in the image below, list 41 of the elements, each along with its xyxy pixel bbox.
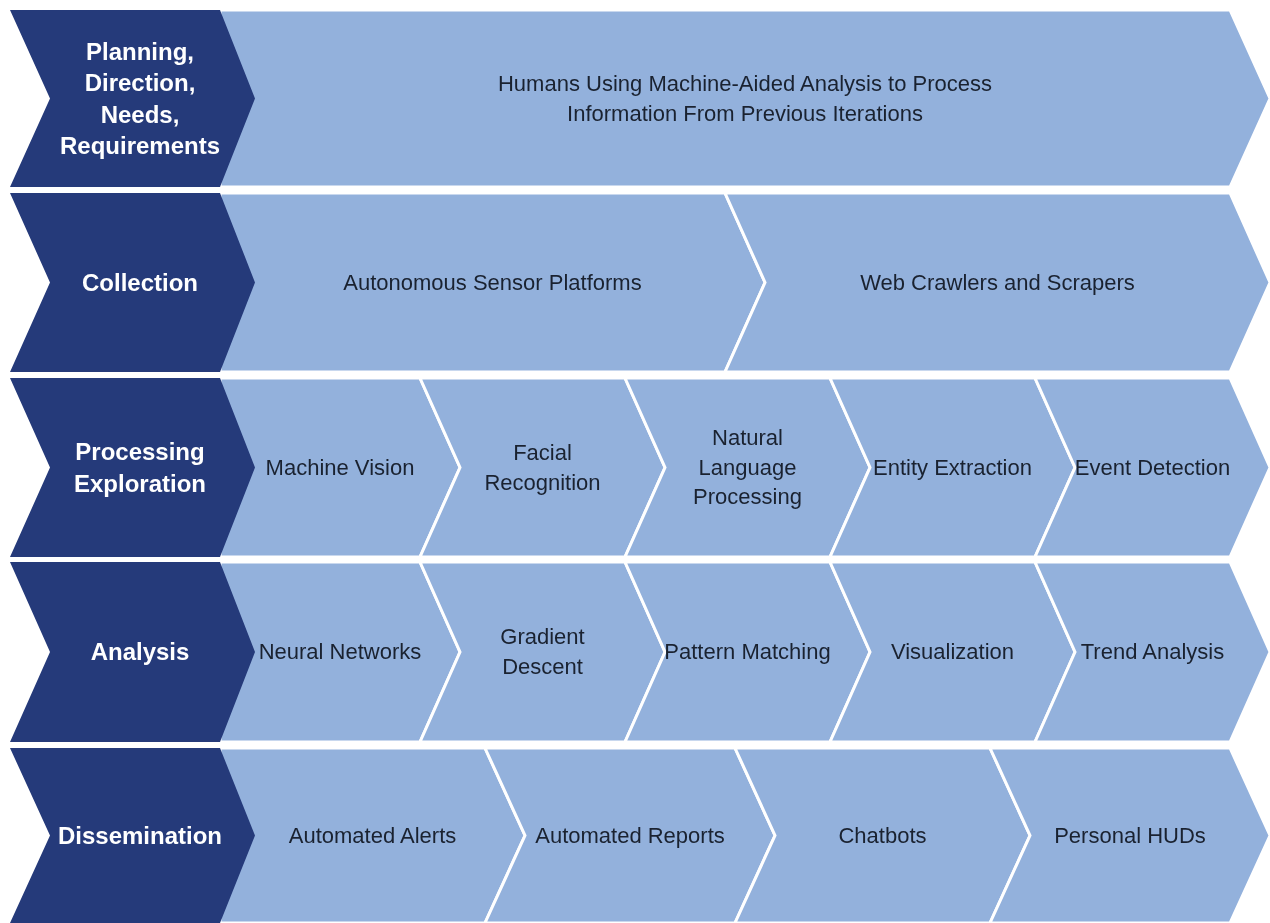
method-label: Gradient Descent: [499, 623, 586, 681]
method-panel: [420, 378, 665, 557]
method-label: Event Detection: [1074, 453, 1231, 482]
method-label: Automated Alerts: [288, 821, 457, 850]
method-panel: [725, 193, 1270, 372]
stage-label: Planning, Direction, Needs, Requirements: [58, 37, 221, 161]
method-panel: [830, 378, 1075, 557]
method-label: Autonomous Sensor Platforms: [343, 268, 642, 297]
method-label: Neural Networks: [258, 638, 422, 667]
stage-label: Collection: [82, 267, 198, 298]
method-label: Web Crawlers and Scrapers: [860, 268, 1135, 297]
method-panel: [830, 562, 1075, 742]
method-panel: [220, 193, 765, 372]
method-label: Machine Vision: [265, 453, 415, 482]
stage-panel: [10, 193, 255, 372]
method-label: Automated Reports: [535, 821, 725, 850]
stage-label: Processing Exploration: [73, 437, 207, 499]
method-panel: [735, 748, 1030, 923]
method-label: Visualization: [890, 638, 1015, 667]
method-label: Trend Analysis: [1080, 638, 1225, 667]
method-label: Chatbots: [838, 821, 927, 850]
stage-label: Dissemination: [57, 820, 222, 851]
method-label: Natural Language Processing: [692, 423, 803, 512]
method-panel: [1035, 562, 1270, 742]
stage-panel: [10, 562, 255, 742]
method-label: Facial Recognition: [483, 438, 602, 497]
stage-panel: [10, 378, 255, 557]
method-panel: [1035, 378, 1270, 557]
method-panel: [625, 378, 870, 557]
stage-panel: [10, 748, 255, 923]
method-panel: [420, 562, 665, 742]
method-panel: [625, 562, 870, 742]
method-label: Pattern Matching: [664, 638, 831, 667]
method-label: Entity Extraction: [873, 453, 1032, 482]
method-panel: [220, 10, 1270, 187]
method-panel: [485, 748, 775, 923]
stage-panel: [10, 10, 255, 187]
method-label: Personal HUDs: [1054, 821, 1206, 850]
stage-label: Analysis: [90, 637, 190, 668]
method-label: Humans Using Machine-Aided Analysis to Process Information From Previous Iterations: [497, 69, 993, 128]
method-panel: [990, 748, 1270, 923]
